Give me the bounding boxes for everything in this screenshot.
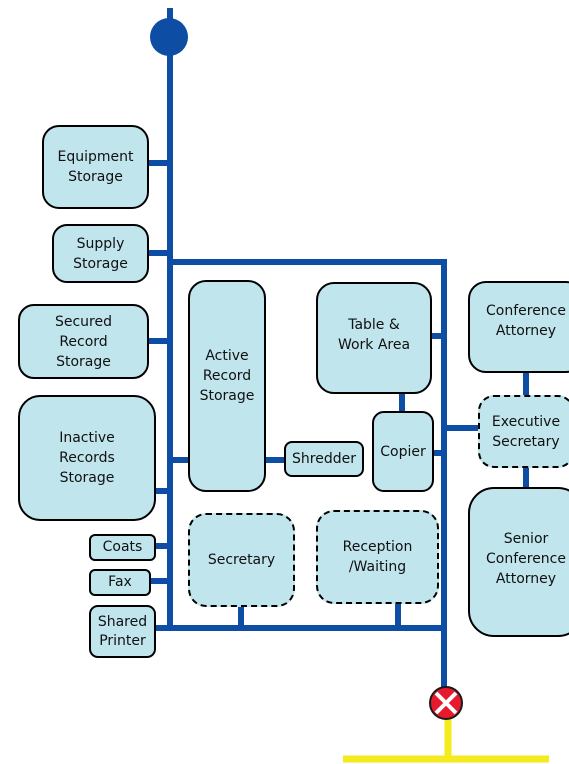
fax-room: Fax bbox=[89, 569, 151, 596]
supply-storage-room: Supply Storage bbox=[52, 224, 149, 283]
senior-conference-attorney-room: Senior Conference Attorney bbox=[468, 487, 569, 637]
shared-printer-room: Shared Printer bbox=[89, 605, 156, 658]
table-work-area-label: Table & Work Area bbox=[337, 317, 411, 353]
active-record-storage-room: Active Record Storage bbox=[188, 280, 266, 492]
shredder-room: Shredder bbox=[284, 441, 364, 477]
table-work-area-room: Table & Work Area bbox=[316, 282, 432, 394]
reception-waiting-room: Reception /Waiting bbox=[316, 510, 439, 604]
shredder-label: Shredder bbox=[292, 451, 356, 467]
conference-attorney-room: Conference Attorney bbox=[468, 281, 569, 373]
equipment-storage-room: Equipment Storage bbox=[42, 125, 149, 209]
executive-secretary-room: Executive Secretary bbox=[478, 395, 569, 468]
coats-label: Coats bbox=[102, 539, 143, 555]
active-record-storage-label: Active Record Storage bbox=[199, 348, 255, 404]
entry-cross-icon bbox=[429, 686, 463, 720]
equipment-storage-label: Equipment Storage bbox=[57, 149, 134, 185]
conference-attorney-label: Conference Attorney bbox=[485, 303, 566, 339]
start-node-icon bbox=[150, 18, 188, 56]
reception-waiting-label: Reception /Waiting bbox=[342, 539, 413, 575]
secured-record-storage-room: Secured Record Storage bbox=[18, 304, 149, 379]
executive-secretary-label: Executive Secretary bbox=[491, 413, 561, 450]
shared-printer-label: Shared Printer bbox=[97, 613, 148, 649]
secretary-label: Secretary bbox=[207, 552, 276, 568]
senior-conference-attorney-label: Senior Conference Attorney bbox=[485, 531, 566, 587]
copier-room: Copier bbox=[372, 411, 434, 492]
copier-label: Copier bbox=[380, 443, 426, 460]
inactive-records-storage-room: Inactive Records Storage bbox=[18, 395, 156, 521]
fax-label: Fax bbox=[108, 574, 132, 590]
coats-room: Coats bbox=[89, 534, 156, 561]
secured-record-storage-label: Secured Record Storage bbox=[54, 313, 113, 370]
secretary-room: Secretary bbox=[188, 513, 295, 607]
supply-storage-label: Supply Storage bbox=[73, 235, 128, 272]
inactive-records-storage-label: Inactive Records Storage bbox=[59, 430, 115, 486]
